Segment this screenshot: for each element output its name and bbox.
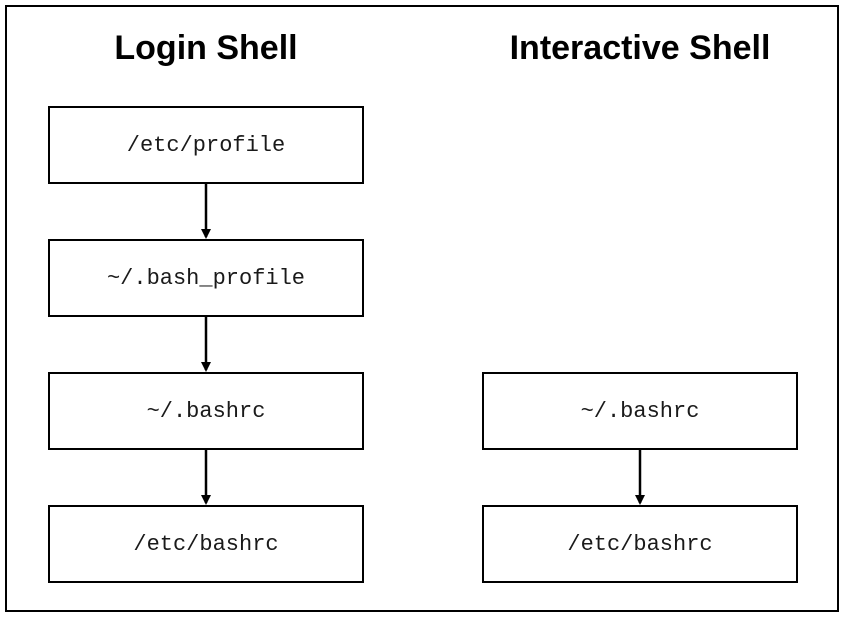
login-shell-title: Login Shell [114, 29, 298, 67]
login-node-etc-bashrc: /etc/bashrc [48, 505, 364, 583]
login-node-bash-profile: ~/.bash_profile [48, 239, 364, 317]
login-node-etc-profile: /etc/profile [48, 106, 364, 184]
interactive-node-bashrc: ~/.bashrc [482, 372, 798, 450]
login-node-bashrc: ~/.bashrc [48, 372, 364, 450]
interactive-node-etc-bashrc: /etc/bashrc [482, 505, 798, 583]
interactive-shell-title: Interactive Shell [509, 29, 771, 67]
diagram-frame [5, 5, 839, 612]
